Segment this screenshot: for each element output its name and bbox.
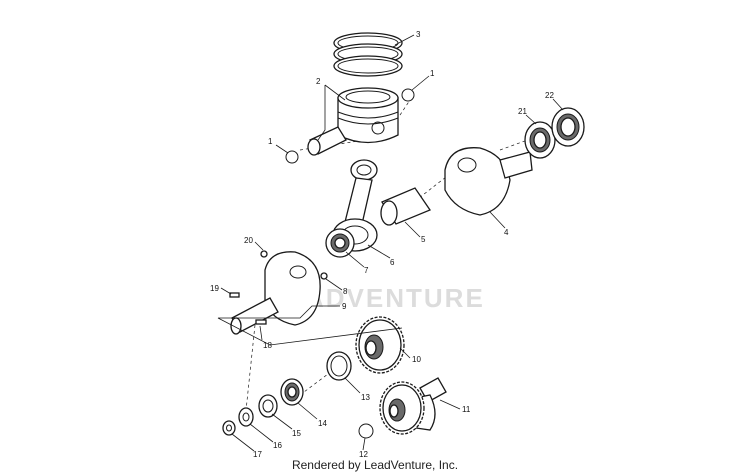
balancer-shaft [379,377,447,435]
callout-17: 17 [253,450,262,459]
piston-pin [307,126,347,156]
callout-12: 12 [359,450,368,459]
ball-bearing-21 [524,121,556,159]
callout-8: 8 [343,287,348,296]
callouts: 1 1 2 3 4 5 6 7 8 9 10 11 12 13 14 15 16… [210,30,554,459]
crankshaft-left-half [230,251,321,335]
callout-1-left: 1 [268,137,273,146]
leader-lines [217,34,564,452]
callout-2: 2 [316,77,321,86]
crankshaft-right-half [444,147,533,216]
bearing-14 [280,378,304,406]
circlip-left [285,150,299,164]
circlip-12 [358,423,374,439]
thrust-washer [326,351,352,381]
oil-plug-8 [320,272,328,280]
callout-13: 13 [361,393,370,402]
callout-1-right: 1 [430,69,435,78]
callout-20: 20 [244,236,253,245]
circlip-right [401,88,415,102]
callout-22: 22 [545,91,554,100]
callout-14: 14 [318,419,327,428]
callout-18: 18 [263,341,272,350]
piston-rings [333,32,403,77]
callout-4: 4 [504,228,509,237]
callout-3: 3 [416,30,421,39]
footer-credit: Rendered by LeadVenture, Inc. [291,458,459,472]
crank-pin [380,187,431,226]
callout-5: 5 [421,235,426,244]
key-18 [255,319,267,325]
callout-10: 10 [412,355,421,364]
needle-bearing [325,228,355,258]
callout-16: 16 [273,441,282,450]
ball-bearing-22 [551,107,585,147]
callout-6: 6 [390,258,395,267]
callout-7: 7 [364,266,369,275]
nut-15 [258,394,278,418]
watermark-text: ADVENTURE [305,283,485,313]
callout-21: 21 [518,107,527,116]
key-19 [229,292,240,298]
plug-20 [260,250,268,258]
callout-19: 19 [210,284,219,293]
piston [337,87,399,144]
washer-16 [238,407,254,427]
callout-11: 11 [462,405,471,414]
washer-17 [222,420,236,436]
callout-9: 9 [342,302,347,311]
drive-gear [355,316,405,374]
callout-15: 15 [292,429,301,438]
